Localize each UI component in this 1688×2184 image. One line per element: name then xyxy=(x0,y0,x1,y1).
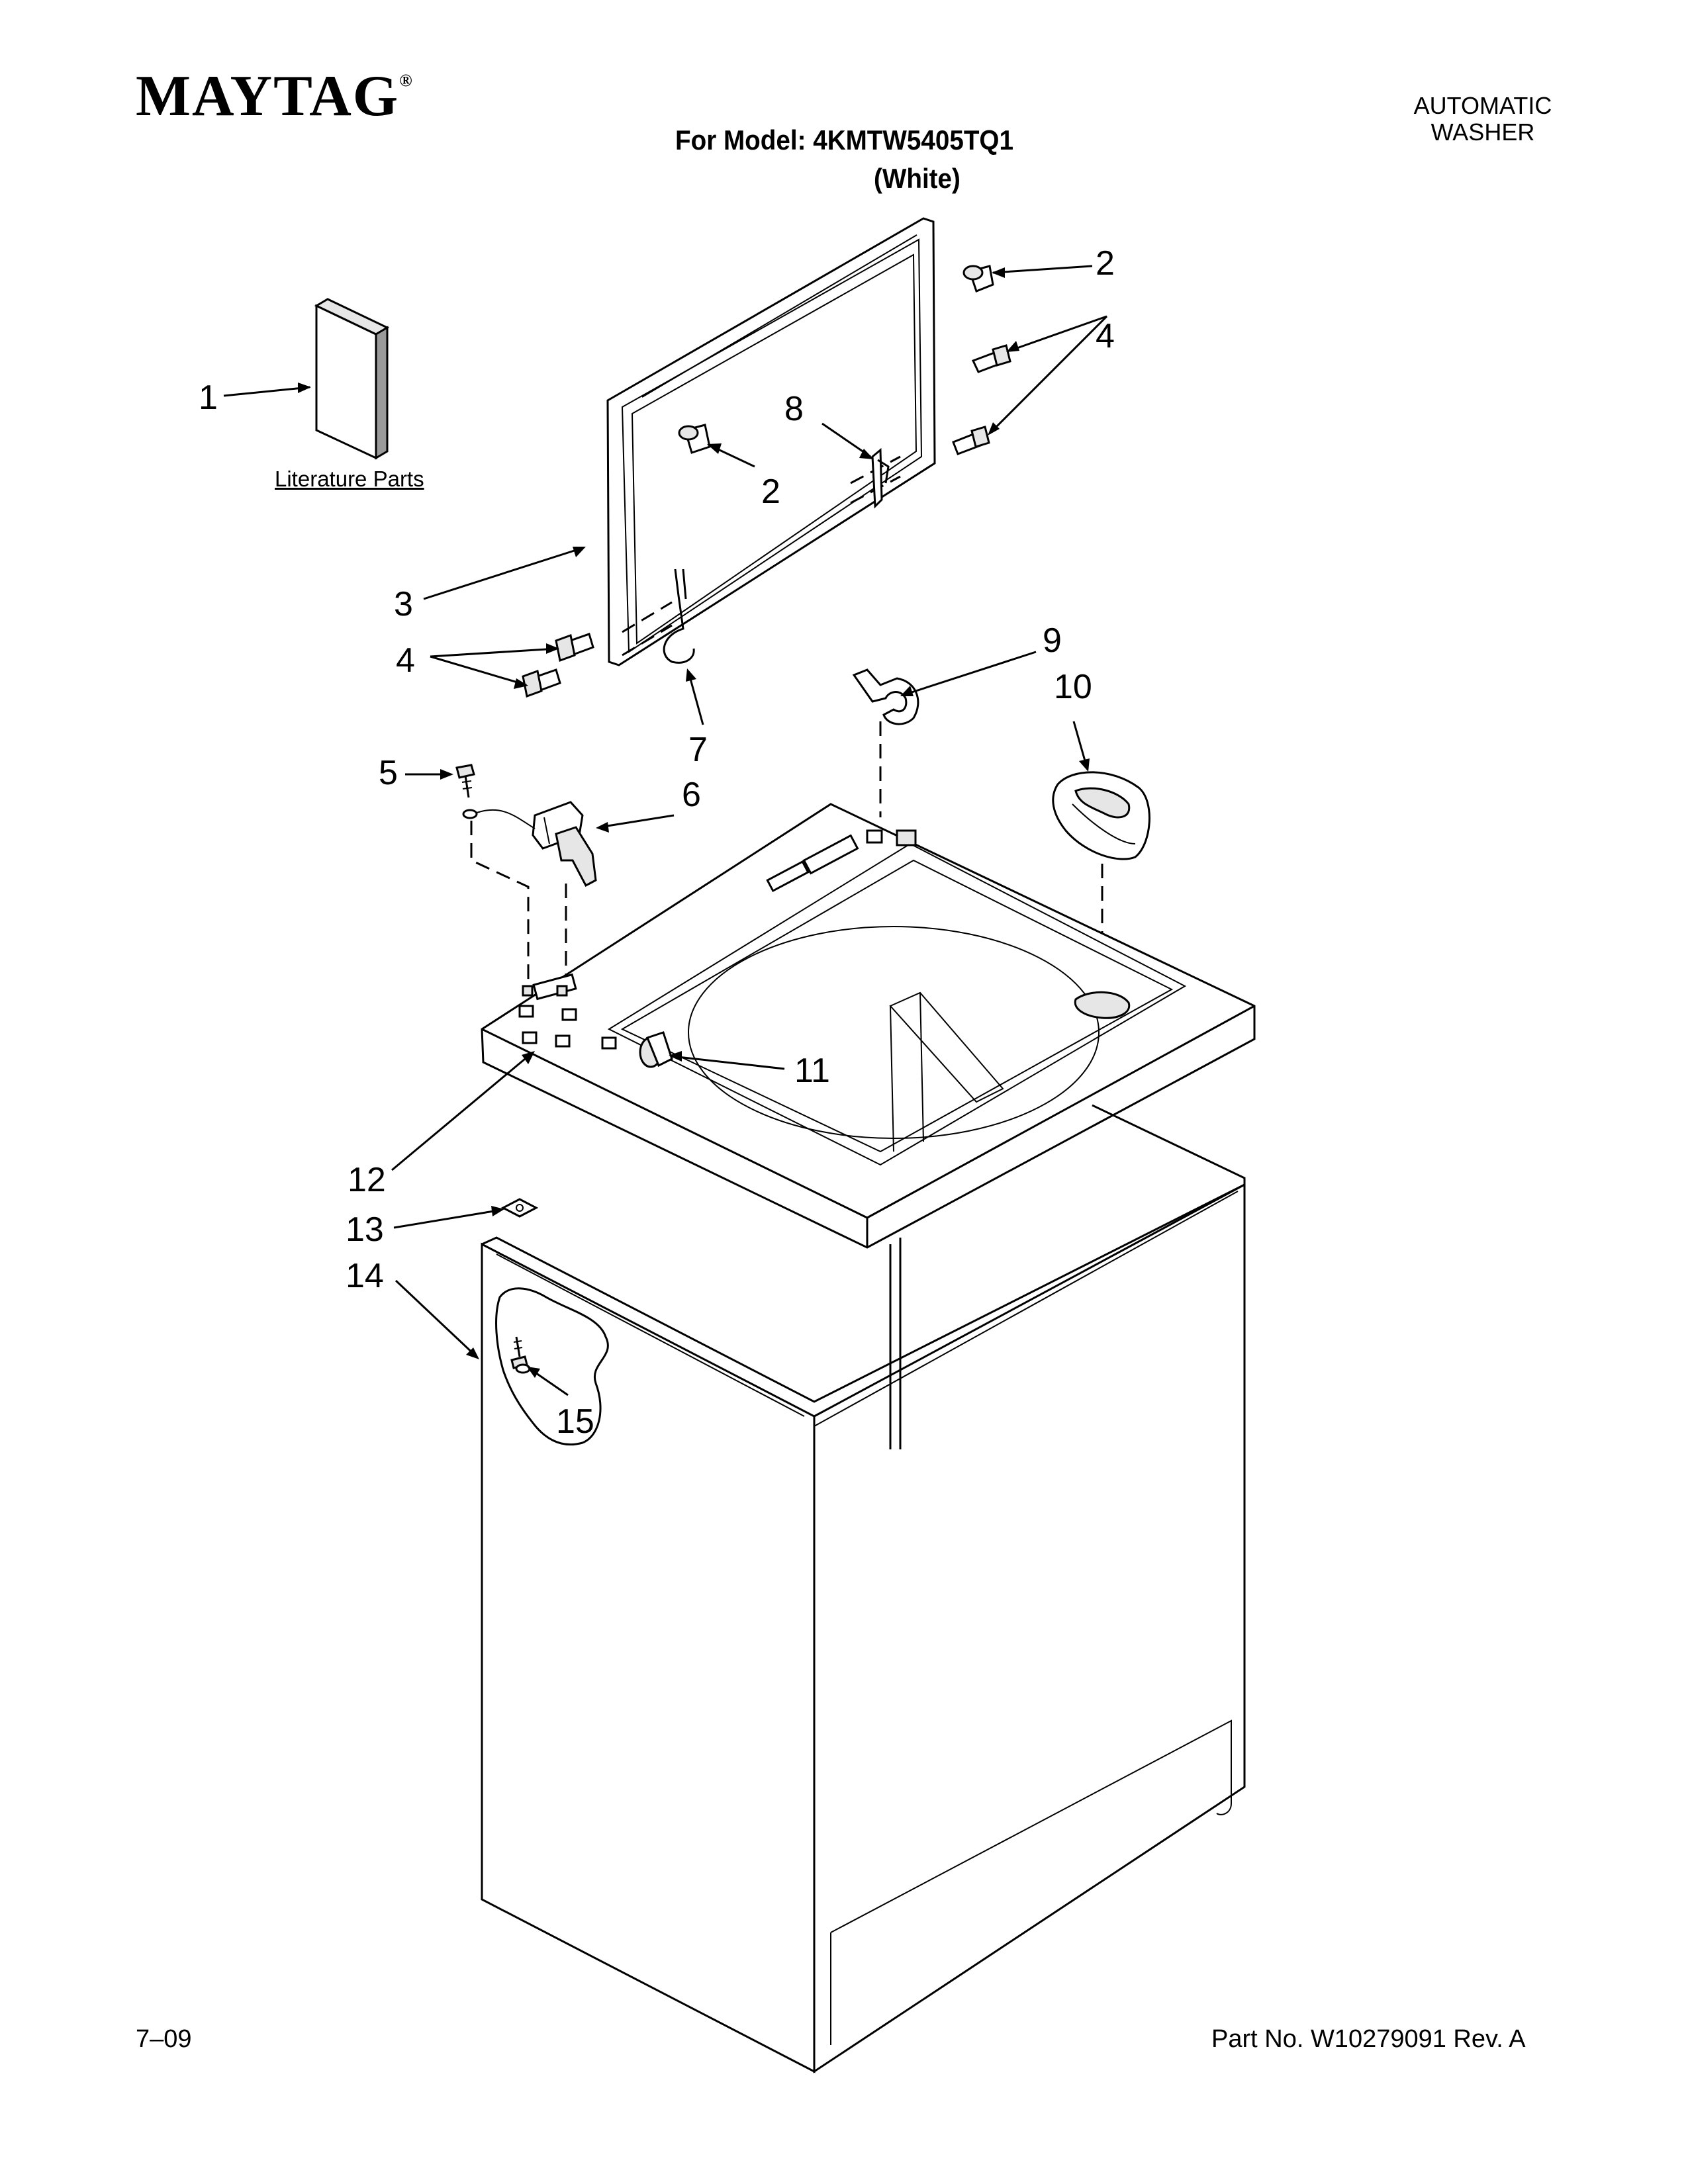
cabinet-clip xyxy=(500,1198,539,1218)
bleach-dispenser-cap xyxy=(1052,771,1150,860)
product-type-line-2: WASHER xyxy=(1430,118,1535,146)
brand-logo: MAYTAG® xyxy=(136,63,414,130)
callout-8: 8 xyxy=(784,390,804,428)
callout-6: 6 xyxy=(682,776,701,814)
hinge-screw-lower-2 xyxy=(522,668,561,698)
lid-switch xyxy=(476,801,597,887)
hinge-screw-upper-2 xyxy=(952,426,990,455)
brand-name: MAYTAG xyxy=(136,64,400,128)
callout-15: 15 xyxy=(556,1402,594,1441)
callout-13: 13 xyxy=(346,1210,384,1249)
lid-hinge-rod xyxy=(663,569,695,664)
switch-mounting-screw xyxy=(455,764,478,819)
callout-1: 1 xyxy=(199,379,218,417)
lid-bumper-lower xyxy=(678,424,711,454)
product-type-line-1: AUTOMATIC xyxy=(1413,92,1552,119)
callout-5: 5 xyxy=(379,754,398,792)
bleach-dispenser-clip xyxy=(852,668,919,725)
literature-parts-label: Literature Parts xyxy=(275,467,424,491)
date-code: 7–09 xyxy=(136,2025,192,2053)
callout-3: 3 xyxy=(394,585,413,623)
cabinet-cutaway xyxy=(495,1287,609,1446)
fill-nozzle xyxy=(639,1031,673,1068)
hinge-screw-upper-1 xyxy=(971,344,1011,373)
callout-10: 10 xyxy=(1054,668,1092,706)
callout-4-upper: 4 xyxy=(1096,317,1115,355)
model-number: For Model: 4KMTW5405TQ1 xyxy=(675,124,1013,156)
callout-2-lower: 2 xyxy=(761,473,780,511)
hinge-screw-lower-1 xyxy=(555,633,594,662)
callout-2-upper: 2 xyxy=(1096,244,1115,283)
registered-mark: ® xyxy=(399,71,414,90)
cabinet-screw xyxy=(510,1336,531,1374)
lid-hinge-clip xyxy=(871,447,890,509)
callout-12: 12 xyxy=(348,1161,386,1199)
model-color: (White) xyxy=(874,163,961,194)
callout-11: 11 xyxy=(794,1052,830,1090)
callout-4-lower: 4 xyxy=(396,641,415,680)
callout-9: 9 xyxy=(1043,621,1062,660)
lid-frame xyxy=(606,217,936,666)
leader-lines xyxy=(223,265,1108,1396)
lid-bumper-upper xyxy=(962,265,994,293)
callout-14: 14 xyxy=(346,1257,384,1295)
product-type: AUTOMATIC WASHER xyxy=(1357,93,1609,146)
part-number: Part No. W10279091 Rev. A xyxy=(1211,2025,1526,2053)
callout-7: 7 xyxy=(688,731,708,769)
literature-booklet xyxy=(314,298,390,460)
washer-top-panel xyxy=(481,803,1256,1249)
washer-cabinet xyxy=(481,1104,1246,2073)
